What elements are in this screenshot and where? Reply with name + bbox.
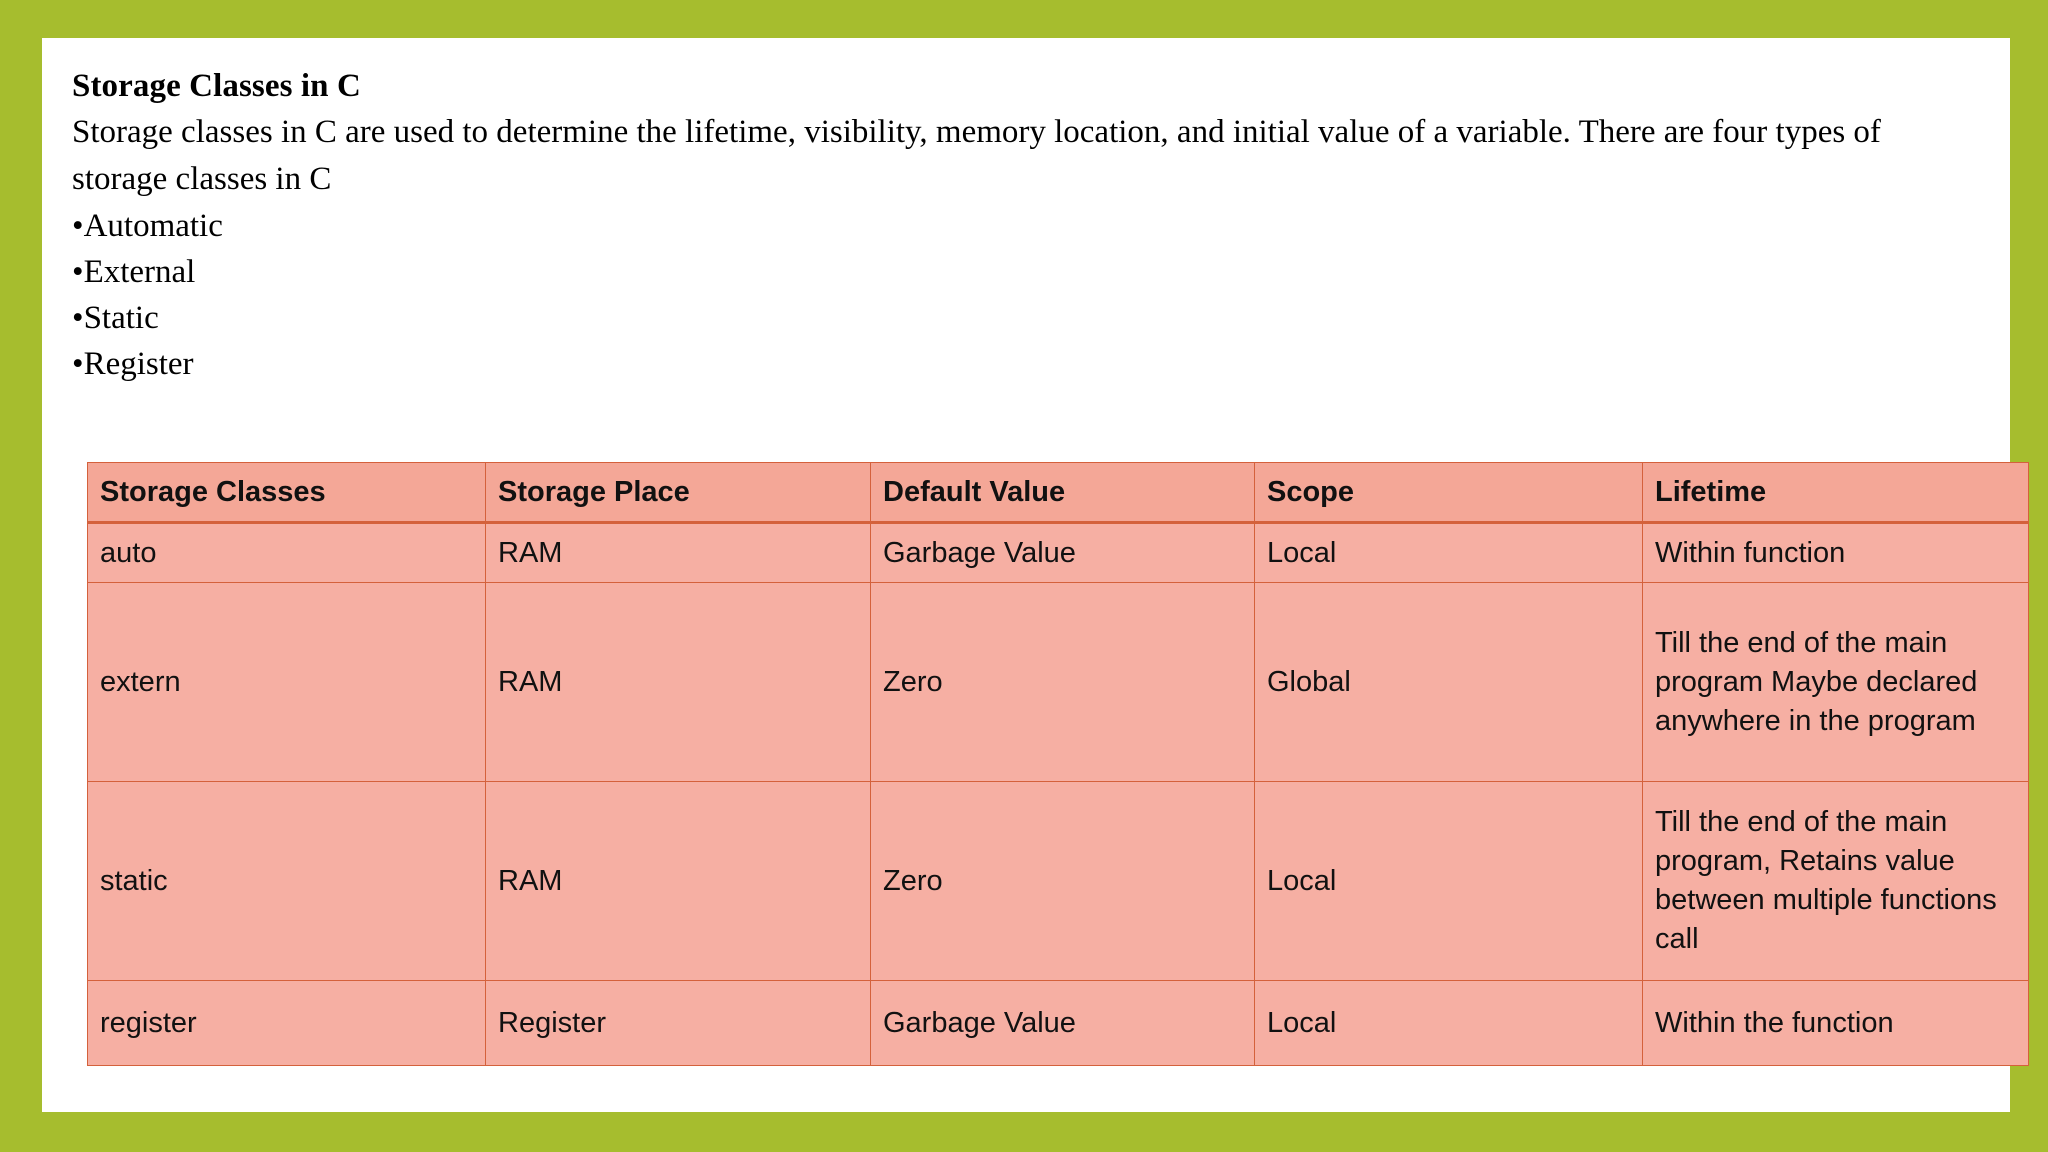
cell-storage-place: RAM [485,582,871,782]
cell-default-value: Zero [870,781,1255,981]
table-row: auto RAM Garbage Value Local Within func… [87,522,2029,583]
cell-scope: Local [1254,980,1643,1066]
cell-storage-place: RAM [485,781,871,981]
slide-text-block: Storage Classes in C Storage classes in … [72,63,1986,387]
list-item: •Static [72,295,1986,341]
table-row: static RAM Zero Local Till the end of th… [87,781,2029,981]
cell-lifetime: Till the end of the main program, Retain… [1642,781,2029,981]
list-item-label: Register [83,346,194,382]
slide-canvas: Storage Classes in C Storage classes in … [42,38,2029,1112]
cell-storage-class: register [87,980,486,1066]
storage-class-bullet-list: •Automatic •External •Static •Register [72,203,1986,387]
cell-default-value: Garbage Value [870,980,1255,1066]
column-header-default-value: Default Value [870,462,1255,524]
bullet-icon: • [72,208,84,244]
bullet-icon: • [72,346,84,382]
column-header-lifetime: Lifetime [1642,462,2029,524]
cell-default-value: Garbage Value [870,522,1255,583]
cell-default-value: Zero [870,582,1255,782]
cell-storage-place: Register [485,980,871,1066]
bullet-icon: • [72,254,84,290]
page-title: Storage Classes in C [72,68,361,104]
cell-storage-class: static [87,781,486,981]
cell-lifetime: Within function [1642,522,2029,583]
list-item-label: Automatic [83,208,223,244]
table-header-row: Storage Classes Storage Place Default Va… [87,462,2029,524]
intro-paragraph: Storage classes in C are used to determi… [72,114,1881,197]
storage-classes-table: Storage Classes Storage Place Default Va… [87,462,2029,1066]
list-item-label: External [83,254,196,290]
bullet-icon: • [72,300,84,336]
cell-scope: Local [1254,781,1643,981]
list-item: •Register [72,341,1986,387]
cell-scope: Local [1254,522,1643,583]
cell-scope: Global [1254,582,1643,782]
table-row: extern RAM Zero Global Till the end of t… [87,582,2029,782]
column-header-storage-classes: Storage Classes [87,462,486,524]
cell-storage-place: RAM [485,522,871,583]
cell-storage-class: extern [87,582,486,782]
list-item-label: Static [83,300,159,336]
column-header-scope: Scope [1254,462,1643,524]
cell-lifetime: Till the end of the main program Maybe d… [1642,582,2029,782]
list-item: •External [72,249,1986,295]
cell-lifetime: Within the function [1642,980,2029,1066]
list-item: •Automatic [72,203,1986,249]
cell-storage-class: auto [87,522,486,583]
column-header-storage-place: Storage Place [485,462,871,524]
table-row: register Register Garbage Value Local Wi… [87,980,2029,1066]
